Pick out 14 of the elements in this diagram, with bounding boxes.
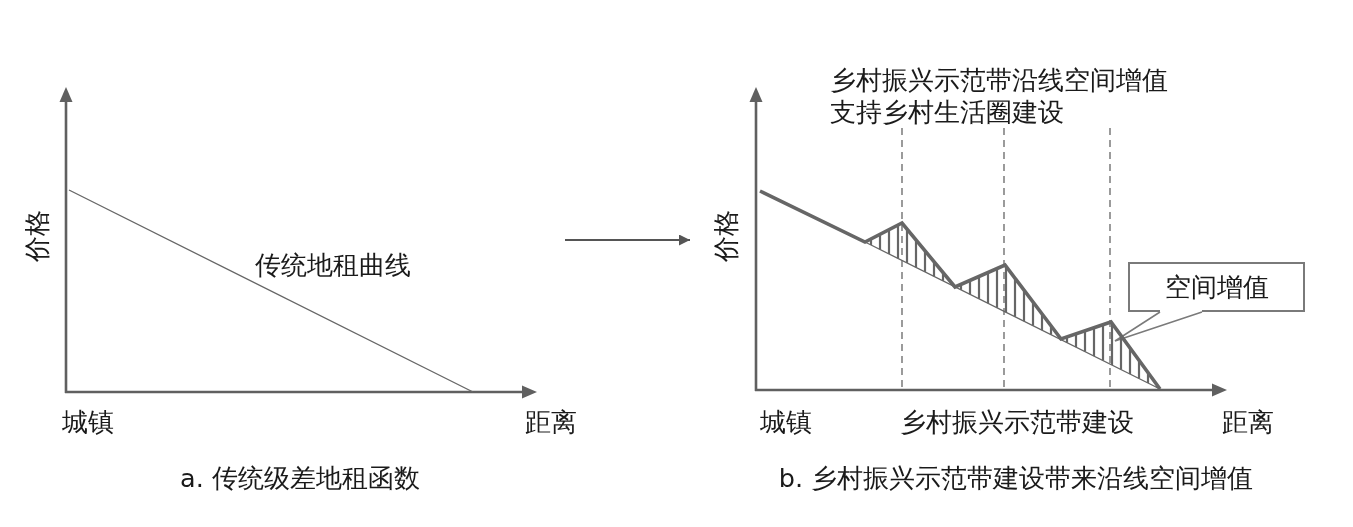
annotation-text: 乡村振兴示范带沿线空间增值支持乡村生活圈建设 [830,64,1169,128]
leader-line [1114,311,1203,342]
axis-label: 价格 [710,210,742,262]
arrow [564,234,691,246]
axis-label: 价格 [21,210,53,262]
caption: b. 乡村振兴示范带建设带来沿线空间增值 [778,462,1254,494]
zone-label: 乡村振兴示范带建设 [900,406,1134,438]
origin-label: 城镇 [760,406,812,438]
origin-label: 城镇 [62,406,114,438]
axis-label: 距离 [525,406,577,438]
caption: a. 传统级差地租函数 [180,462,420,494]
axis-label: 距离 [1222,406,1274,438]
curve-label: 传统地租曲线 [255,249,411,281]
callout-box: 空间增值 [1128,262,1305,312]
